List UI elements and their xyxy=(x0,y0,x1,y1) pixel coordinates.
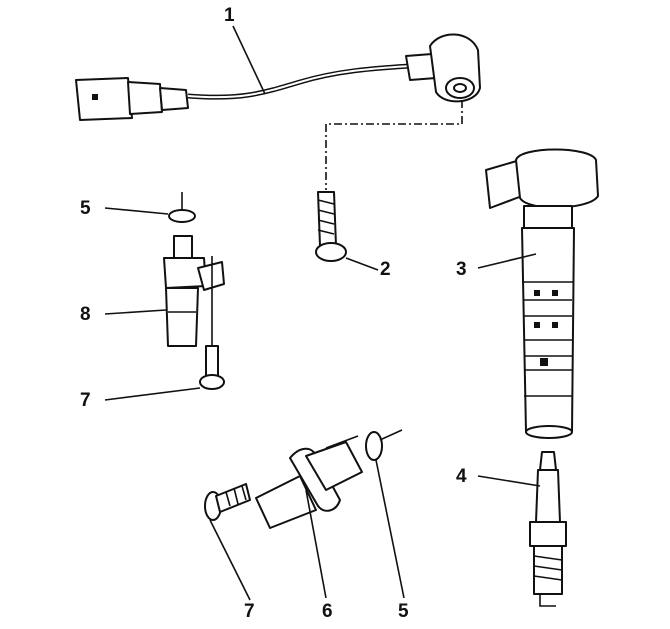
callout-1-knock-sensor: 1 xyxy=(224,5,235,26)
callout-7-bolt-bottom: 7 xyxy=(244,601,255,622)
callout-3-ignition-coil: 3 xyxy=(456,259,467,280)
callout-5-o-ring-bottom: 5 xyxy=(398,601,409,622)
sensor-8-part xyxy=(104,192,225,401)
callout-6-sensor: 6 xyxy=(322,601,333,622)
knock-sensor-part xyxy=(75,25,481,190)
callout-4-spark-plug: 4 xyxy=(456,466,467,487)
callout-8-sensor: 8 xyxy=(80,304,91,325)
sensor-6-part xyxy=(204,429,405,601)
bolt-2-part xyxy=(315,191,379,271)
callout-2-bolt: 2 xyxy=(380,259,391,280)
callout-5-o-ring: 5 xyxy=(80,198,91,219)
ignition-coil-part xyxy=(477,148,599,439)
spark-plug-part xyxy=(477,451,567,607)
callout-7-bolt: 7 xyxy=(80,390,91,411)
